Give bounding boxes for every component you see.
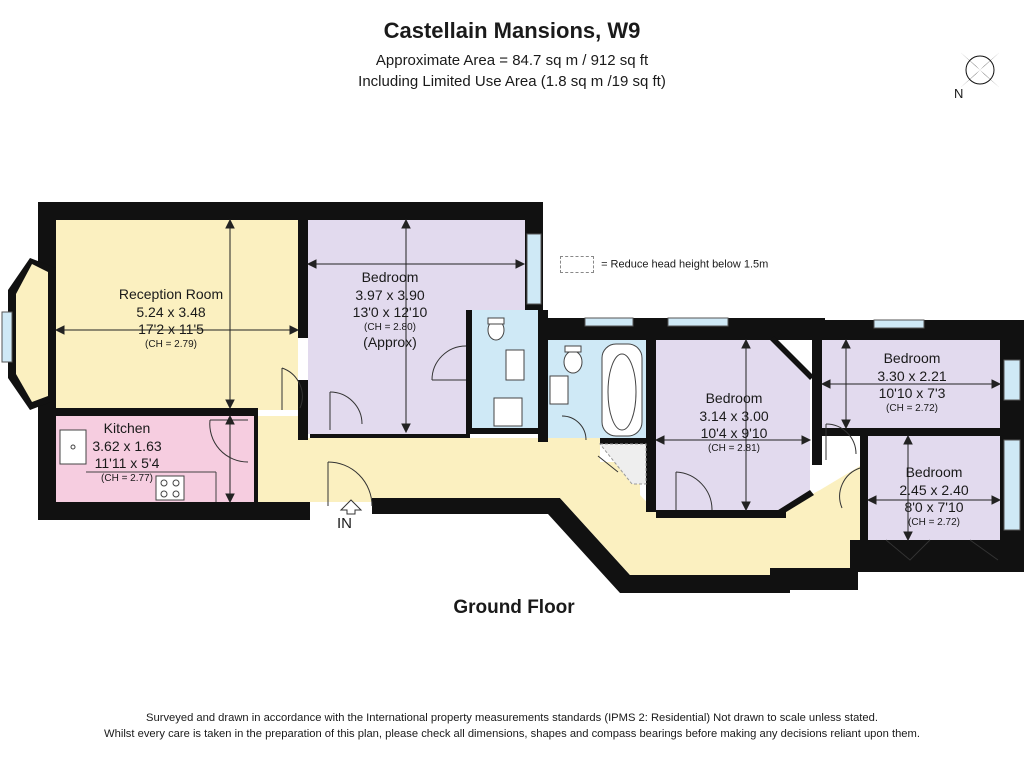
north-label: N	[954, 86, 964, 101]
room-ceiling: (CH = 2.77)	[101, 472, 153, 484]
room-name: Bedroom	[883, 350, 941, 366]
plan-title: Castellain Mansions, W9	[383, 18, 641, 43]
limited-use-cupboard	[598, 443, 647, 485]
windows	[526, 233, 1021, 531]
doors	[209, 338, 999, 561]
room-metric: 3.62 x 1.63	[92, 437, 162, 454]
room-metric: 3.14 x 3.00	[699, 407, 769, 424]
room-ceiling: (CH = 2.80)	[364, 321, 416, 333]
kitchen	[56, 416, 254, 502]
reception-room-label: Reception Room 5.24 x 3.48 17'2 x 11'5 (…	[100, 286, 242, 351]
room-metric: 3.97 x 3.90	[355, 286, 425, 303]
room-metric: 5.24 x 3.48	[136, 303, 206, 320]
room-metric: 3.30 x 2.21	[877, 367, 947, 384]
approximate-area: Approximate Area = 84.7 sq m / 912 sq ft	[375, 52, 649, 69]
room-imperial: 10'10 x 7'3	[878, 385, 946, 401]
room-metric: 2.45 x 2.40	[899, 481, 969, 498]
room-note: (Approx)	[363, 334, 417, 350]
room-name: Reception Room	[118, 286, 224, 302]
room-name: Bedroom	[905, 464, 963, 480]
bedroom-3-label: Bedroom 3.30 x 2.21 10'10 x 7'3 (CH = 2.…	[862, 350, 962, 415]
floor-label: Ground Floor	[453, 597, 575, 618]
reception-room	[56, 220, 298, 410]
footer-disclaimer-1: Surveyed and drawn in accordance with th…	[146, 712, 878, 724]
bedroom-1-label: Bedroom 3.97 x 3.90 13'0 x 12'10 (CH = 2…	[340, 269, 440, 352]
kitchen-label: Kitchen 3.62 x 1.63 11'11 x 5'4 (CH = 2.…	[82, 420, 172, 485]
bedroom-4	[868, 436, 1000, 540]
room-ceiling: (CH = 2.79)	[145, 338, 197, 350]
dimension-arrows	[54, 218, 1002, 542]
room-ceiling: (CH = 2.72)	[886, 402, 938, 414]
legend-text: = Reduce head height below 1.5m	[601, 258, 769, 271]
bedroom-4-label: Bedroom 2.45 x 2.40 8'0 x 7'10 (CH = 2.7…	[884, 464, 984, 529]
room-ceiling: (CH = 2.81)	[708, 442, 760, 454]
head-height-legend: = Reduce head height below 1.5m	[560, 256, 768, 273]
room-name: Kitchen	[103, 420, 151, 436]
room-name: Bedroom	[361, 269, 419, 285]
room-imperial: 17'2 x 11'5	[138, 321, 204, 337]
room-imperial: 13'0 x 12'10	[352, 304, 428, 320]
compass-icon	[960, 52, 1000, 88]
footer-disclaimer-2: Whilst every care is taken in the prepar…	[104, 728, 920, 740]
room-imperial: 11'11 x 5'4	[94, 455, 160, 471]
room-imperial: 10'4 x 9'10	[700, 425, 768, 441]
room-imperial: 8'0 x 7'10	[904, 499, 964, 515]
kitchen-fixtures	[59, 429, 217, 502]
room-name: Bedroom	[705, 390, 763, 406]
bay-window	[1, 258, 56, 410]
legend-dashed-box	[560, 256, 594, 273]
sanitary-fixtures	[487, 317, 643, 437]
interior-walls	[56, 220, 1000, 540]
bedroom-2-label: Bedroom 3.14 x 3.00 10'4 x 9'10 (CH = 2.…	[684, 390, 784, 455]
bedroom-2	[656, 340, 810, 512]
entrance-label: IN	[337, 515, 352, 532]
hallway	[256, 416, 860, 575]
limited-use-area: Including Limited Use Area (1.8 sq m /19…	[358, 73, 666, 90]
room-ceiling: (CH = 2.72)	[908, 516, 960, 528]
